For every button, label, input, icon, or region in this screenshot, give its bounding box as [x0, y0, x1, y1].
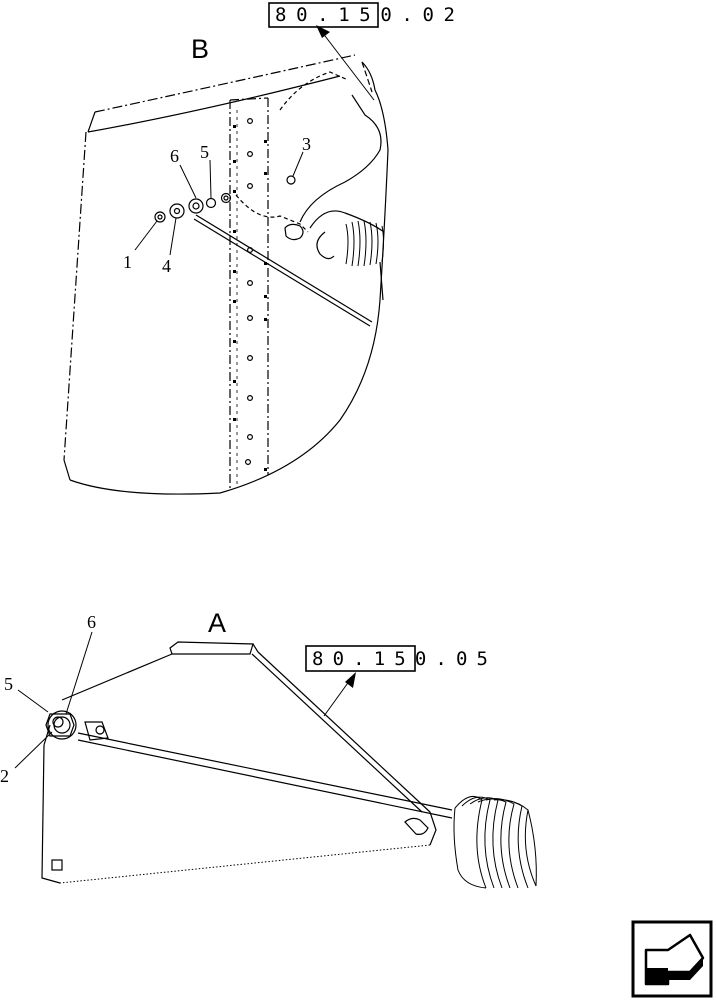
view-label-b: B — [191, 34, 209, 64]
view-b — [63, 54, 389, 495]
spring-a — [453, 795, 537, 889]
reference-box-a — [305, 645, 416, 672]
view-a — [41, 641, 537, 889]
callout-6-a: 6 — [87, 612, 96, 632]
ref-arrowhead-a — [345, 672, 356, 688]
channel-dots-b — [233, 125, 267, 471]
leaders-b — [134, 31, 375, 256]
callout-1-b: 1 — [123, 252, 132, 272]
callout-3-b: 3 — [302, 134, 311, 154]
page-turn-arrow-icon[interactable] — [631, 920, 713, 998]
reference-box-b — [268, 2, 379, 28]
leaders-a — [14, 631, 351, 769]
ref-arrowhead-b — [316, 25, 330, 38]
callout-5-b: 5 — [200, 142, 209, 162]
view-label-a: A — [208, 608, 226, 638]
spring-b — [345, 220, 384, 267]
callout-5-a: 5 — [4, 674, 13, 694]
callout-6-b: 6 — [170, 146, 179, 166]
callout-4-b: 4 — [162, 256, 171, 276]
callout-2-a: 2 — [0, 766, 9, 786]
